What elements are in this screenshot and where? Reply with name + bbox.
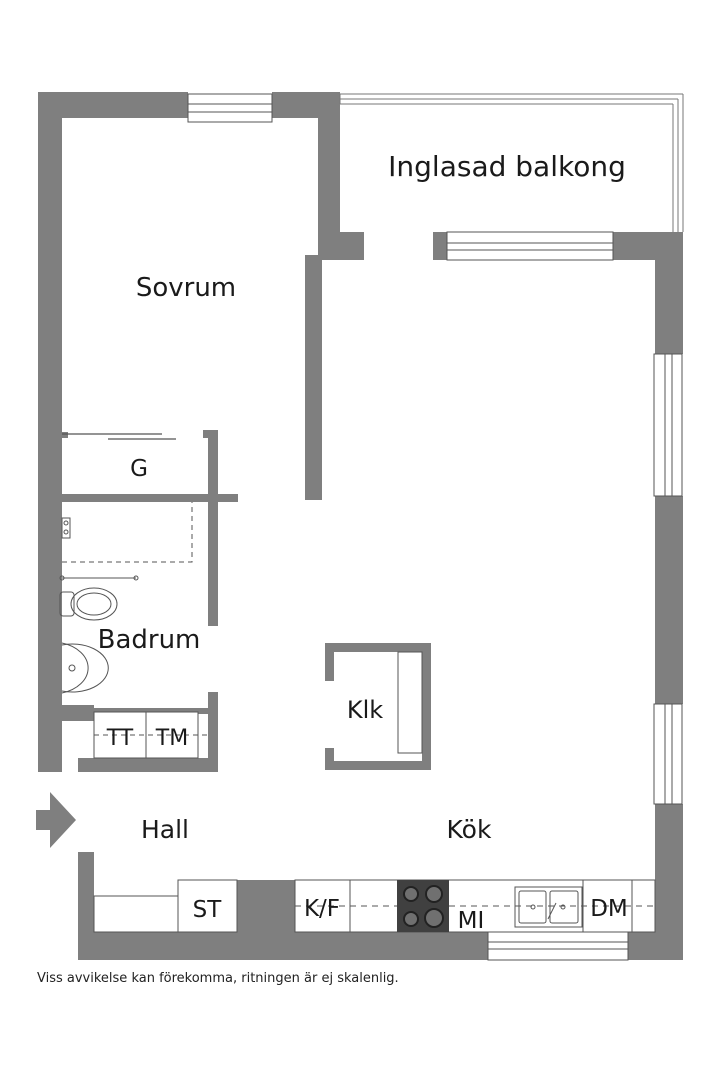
wardrobe-doors: [62, 433, 176, 440]
window-kitchen-bottom: [487, 931, 629, 961]
disclaimer-text: Viss avvikelse kan förekomma, ritningen …: [37, 971, 399, 986]
window-right-1: [653, 353, 683, 497]
label-closet: Klk: [347, 696, 383, 724]
kitchen-counter: [93, 879, 656, 933]
wall-balcony-stub: [318, 232, 364, 260]
label-bedroom: Sovrum: [136, 273, 236, 303]
label-microwave: MI: [458, 908, 485, 934]
label-wardrobe: G: [130, 456, 148, 482]
label-hall: Hall: [141, 815, 189, 844]
entrance-arrow-icon: [36, 792, 76, 848]
wall-bath-right-lower: [208, 692, 218, 772]
stove-icon: [397, 880, 449, 932]
wall-bedroom-balcony: [318, 92, 340, 260]
label-tumble-dryer: TT: [106, 726, 134, 751]
label-washing-machine: TM: [155, 726, 188, 751]
wall-bottom-left: [78, 932, 488, 960]
shower-icon: [61, 517, 71, 539]
wall-bath-hall: [78, 758, 218, 772]
label-bathroom: Badrum: [98, 625, 201, 655]
wall-top-left: [38, 92, 188, 118]
label-balcony: Inglasad balkong: [388, 150, 626, 183]
shower-area: [62, 502, 193, 563]
window-bedroom: [187, 93, 273, 123]
balcony-glazing: [339, 93, 684, 232]
wall-right-1: [655, 232, 683, 354]
interior-walls: [62, 430, 238, 714]
label-fridge-freezer: K/F: [304, 896, 340, 922]
wall-kitchen-top-left: [433, 232, 447, 260]
outer-walls: [38, 92, 683, 960]
label-dishwasher: DM: [590, 896, 628, 922]
window-right-2: [653, 703, 683, 805]
wall-bedroom-right: [305, 255, 322, 500]
wall-right-2: [655, 496, 683, 704]
sink-icon: [61, 642, 109, 694]
toilet-icon: [59, 587, 118, 621]
wall-column-kitchen: [237, 880, 295, 932]
label-kitchen: Kök: [447, 815, 492, 844]
closet-shelf: [397, 651, 423, 754]
label-storage: ST: [193, 897, 223, 923]
laundry-units: [93, 711, 208, 759]
wall-bottom-right: [628, 932, 683, 960]
wall-left-upper: [38, 92, 62, 772]
window-kitchen-top: [446, 231, 614, 261]
windows: [187, 93, 683, 961]
closet-walls: [325, 643, 431, 770]
kitchen-sink-icon: [514, 886, 583, 928]
bathroom-fixtures: [59, 502, 193, 694]
wall-bath-bottom: [38, 705, 94, 721]
